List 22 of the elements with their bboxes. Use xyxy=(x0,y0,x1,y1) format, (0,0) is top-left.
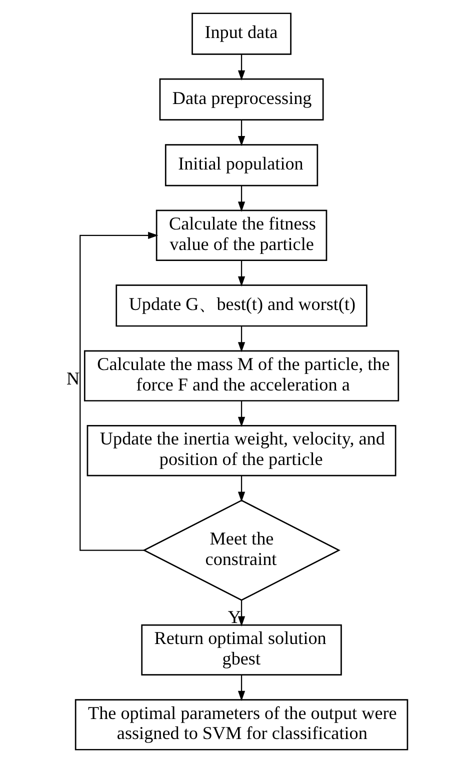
arrow xyxy=(238,326,246,352)
arrow xyxy=(80,232,158,551)
node-box: Input data xyxy=(192,12,292,55)
node-diamond: Meet the constraint xyxy=(142,500,340,601)
node-box: Update the inertia weight, velocity, and position of the particle xyxy=(86,425,396,476)
node-box: The optimal parameters of the output were assigned to SVM for classification xyxy=(74,699,408,750)
node-box: Initial population xyxy=(164,144,318,186)
arrow xyxy=(238,401,246,428)
arrow xyxy=(238,120,246,146)
node-box: Return optimal solution gbest xyxy=(141,624,342,676)
node-box: Calculate the mass M of the particle, the force F and the acceleration a xyxy=(84,350,400,402)
arrow xyxy=(238,476,246,502)
node-box: Update G、best(t) and worst(t) xyxy=(116,284,368,327)
node-box: Data preprocessing xyxy=(159,78,324,121)
edge-label: N xyxy=(66,368,80,389)
node-box: Calculate the fitness value of the particle xyxy=(156,210,328,261)
arrow xyxy=(238,186,246,212)
arrow xyxy=(238,600,246,626)
arrow xyxy=(238,260,246,287)
arrow xyxy=(238,675,246,702)
arrow xyxy=(238,54,246,81)
edge-label: Y xyxy=(228,606,242,627)
